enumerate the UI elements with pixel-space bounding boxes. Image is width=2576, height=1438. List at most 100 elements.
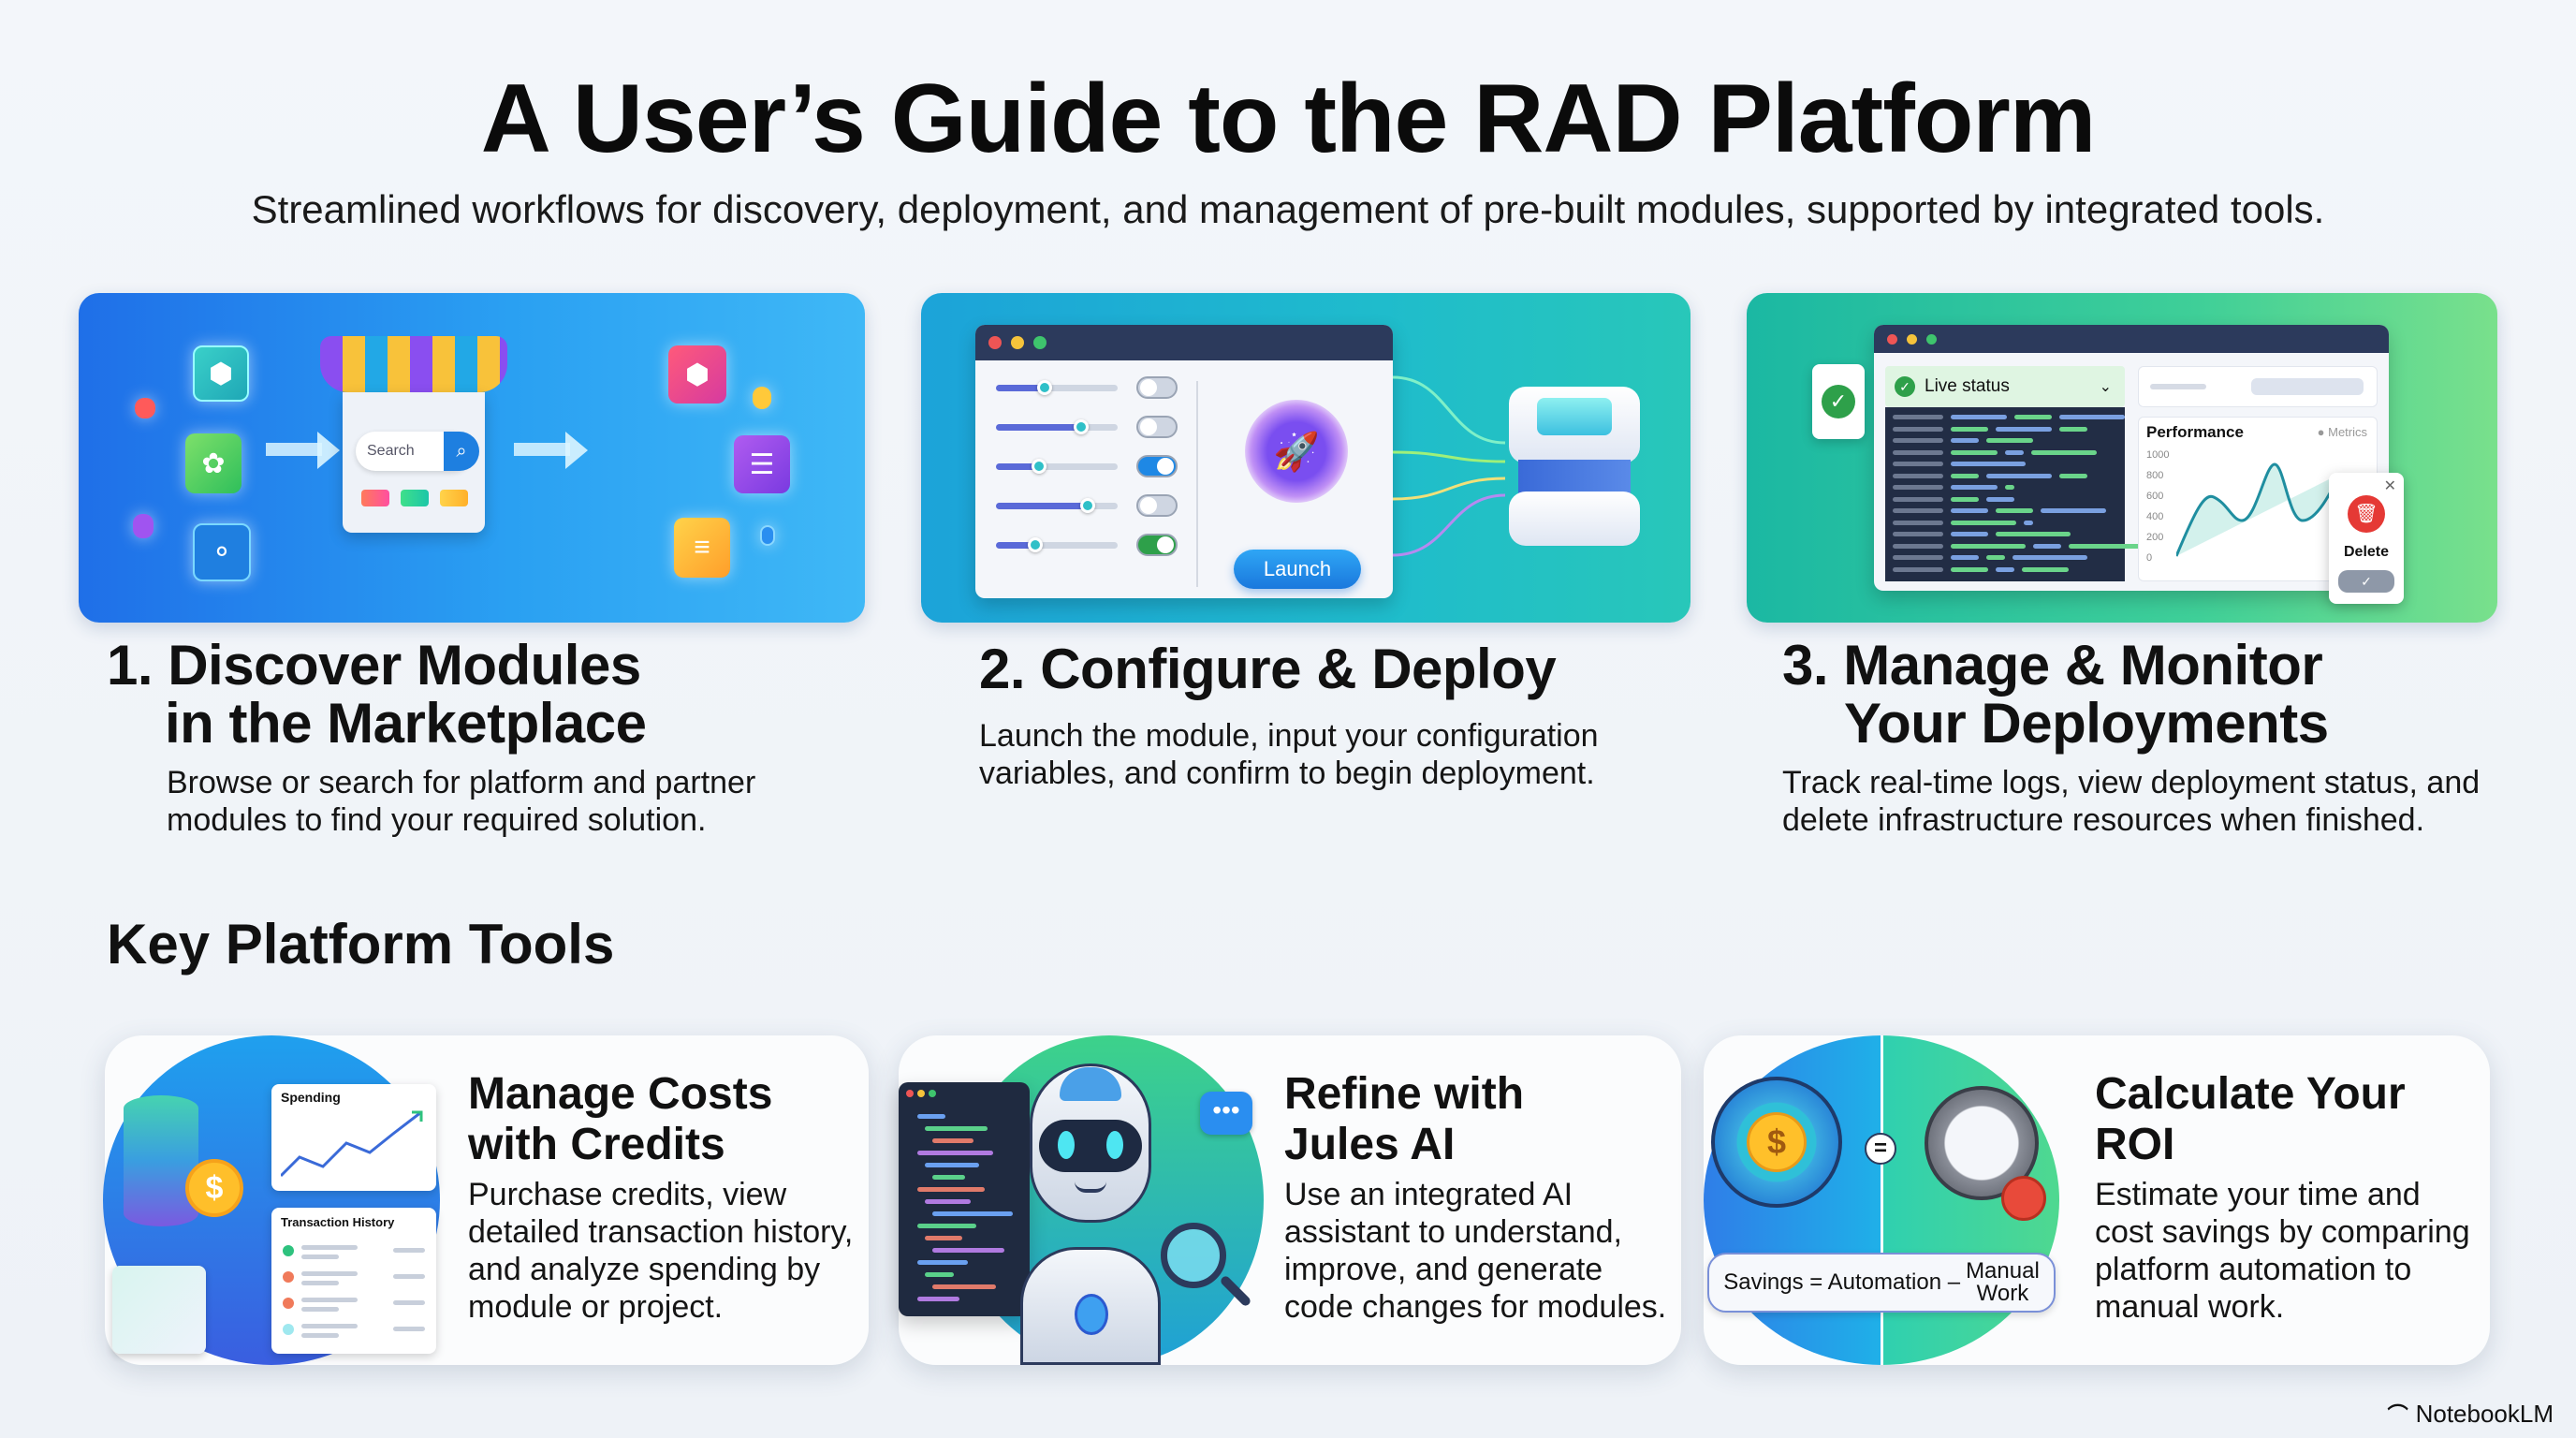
log-entry <box>1951 449 1998 455</box>
step-3-title: 3. Manage & Monitor Your Deployments <box>1782 637 2494 753</box>
step-number: 3. <box>1782 634 1829 697</box>
history-status-dot <box>283 1245 294 1256</box>
log-timestamp <box>1893 555 1943 560</box>
log-entry <box>1951 555 1979 560</box>
tool-title-line: with Credits <box>468 1120 725 1169</box>
config-toggle[interactable] <box>1136 416 1178 438</box>
product-card <box>401 490 429 506</box>
search-icon[interactable]: ⌕ <box>444 432 479 471</box>
formula-left: Savings = Automation – <box>1723 1269 1961 1295</box>
config-slider[interactable] <box>996 537 1118 552</box>
log-entry <box>2031 449 2097 455</box>
confirm-delete-button[interactable]: ✓ <box>2338 570 2394 593</box>
slider-handle[interactable] <box>1027 537 1043 552</box>
log-timestamp <box>1893 543 1943 549</box>
config-toggle[interactable] <box>1136 455 1178 477</box>
log-entry <box>1996 426 2052 432</box>
divider <box>1881 1035 1883 1365</box>
log-timestamp <box>1893 566 1943 572</box>
spending-label: Spending <box>281 1090 341 1105</box>
log-entry <box>1996 566 2014 572</box>
tool-card-jules-ai: ••• Refine with Jules AI Use an integrat… <box>899 1035 1681 1365</box>
chart-title: Performance <box>2146 423 2244 441</box>
config-slider[interactable] <box>996 380 1118 395</box>
formula-right: Manual Work <box>1966 1260 2040 1305</box>
log-entry <box>2014 415 2052 419</box>
delete-label: Delete <box>2343 544 2390 560</box>
tool-title: Calculate Your ROI <box>2095 1069 2406 1170</box>
transaction-history: Transaction History <box>271 1208 436 1354</box>
close-icon[interactable]: ✕ <box>2383 478 2396 494</box>
log-timestamp <box>1893 532 1943 536</box>
log-entry <box>2069 543 2144 549</box>
log-entry <box>1951 473 1979 478</box>
step-1-description: Browse or search for platform and partne… <box>167 765 756 838</box>
step-title-line: Manage & Monitor <box>1843 634 2323 697</box>
log-timestamp <box>1893 449 1943 455</box>
delete-dialog: ✕ 🗑 Delete ✓ <box>2329 473 2404 604</box>
check-icon: ✓ <box>1895 376 1915 397</box>
step-1-title: 1. Discover Modules in the Marketplace <box>107 637 818 753</box>
y-tick-label: 200 <box>2146 532 2164 543</box>
cube-icon: ⬢ <box>668 345 726 404</box>
magnifier-icon <box>1161 1223 1226 1288</box>
flow-line <box>1393 493 1506 557</box>
log-entry <box>1951 485 1998 490</box>
product-card <box>440 490 468 506</box>
flow-line <box>1393 375 1506 445</box>
roi-formula: Savings = Automation – Manual Work <box>1707 1253 2056 1313</box>
page-subtitle: Streamlined workflows for discovery, dep… <box>251 187 2325 231</box>
slider-handle[interactable] <box>1031 459 1046 474</box>
log-timestamp <box>1893 438 1943 443</box>
config-slider[interactable] <box>996 459 1118 474</box>
history-status-dot <box>283 1324 294 1335</box>
tool-title-line: Refine with <box>1284 1069 1525 1119</box>
window-titlebar <box>1874 325 2389 353</box>
slider-handle[interactable] <box>1074 419 1089 434</box>
dollar-coin-icon: $ <box>1747 1112 1807 1172</box>
slider-handle[interactable] <box>1079 498 1095 513</box>
slider-handle[interactable] <box>1037 380 1052 395</box>
config-toggle[interactable] <box>1136 534 1178 556</box>
log-timestamp <box>1893 485 1943 490</box>
step-2-description: Launch the module, input your configurat… <box>979 718 1599 791</box>
live-status-dropdown[interactable]: ✓ Live status ⌄ <box>1885 366 2125 407</box>
window-min-dot <box>1011 336 1024 349</box>
chat-bubble-icon: ••• <box>1200 1092 1252 1135</box>
trend-line <box>281 1110 422 1178</box>
log-entry <box>1986 555 2005 560</box>
tools-heading: Key Platform Tools <box>107 913 615 976</box>
launch-button[interactable]: Launch <box>1234 550 1361 589</box>
history-entry-line <box>393 1274 425 1279</box>
config-slider[interactable] <box>996 419 1118 434</box>
performance-line <box>2176 462 2342 557</box>
chart-legend-label: Metrics <box>2328 425 2367 439</box>
history-entry-line <box>301 1307 339 1312</box>
log-entry <box>1996 532 2071 536</box>
configure-illustration: 🚀 Launch <box>921 293 1690 623</box>
arrow-head-icon <box>565 432 588 469</box>
tool-title-line: Manage Costs <box>468 1069 773 1119</box>
code-line <box>932 1284 996 1289</box>
toolbar-placeholder <box>2138 366 2378 407</box>
storefront: Search ⌕ <box>343 392 485 533</box>
cube-icon: ⬢ <box>193 345 249 402</box>
tool-title-line: Jules AI <box>1284 1120 1456 1169</box>
tool-title-line: ROI <box>2095 1120 2175 1169</box>
robot-eye <box>1106 1131 1123 1159</box>
tool-description: Estimate your time and cost savings by c… <box>2095 1177 2470 1325</box>
log-entry <box>2012 555 2087 560</box>
history-entry-line <box>301 1333 339 1338</box>
log-timestamp <box>1893 508 1943 513</box>
monitor-window: ✓ Live status ⌄ Performance ● Metrics 10… <box>1874 325 2389 591</box>
config-toggle[interactable] <box>1136 376 1178 399</box>
log-entry <box>2005 485 2014 490</box>
code-line <box>932 1248 1004 1253</box>
log-entry <box>1951 496 1979 502</box>
config-toggle[interactable] <box>1136 494 1178 517</box>
y-tick-label: 400 <box>2146 511 2164 522</box>
history-entry-line <box>301 1271 358 1276</box>
config-slider[interactable] <box>996 498 1118 513</box>
window-max-dot <box>1033 336 1046 349</box>
log-timestamp <box>1893 415 1943 419</box>
